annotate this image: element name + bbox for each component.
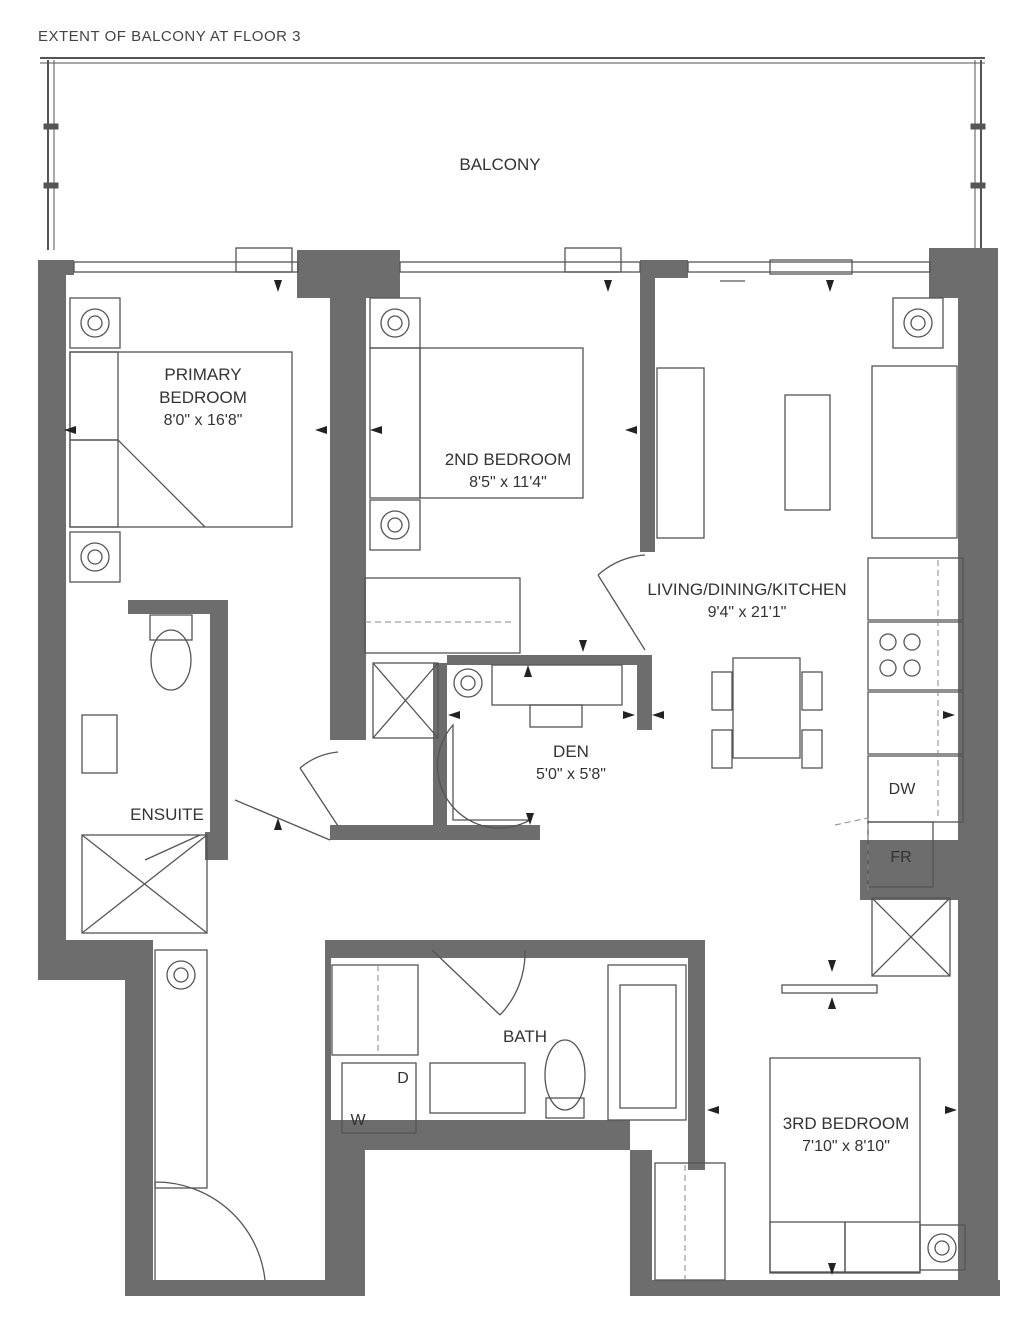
furniture bbox=[69, 297, 966, 1281]
third-bedroom-dims: 7'10" x 8'10" bbox=[802, 1138, 890, 1155]
balcony-label: BALCONY bbox=[459, 155, 540, 174]
fixture-symbols bbox=[80, 308, 957, 1263]
dishwasher-label: DW bbox=[889, 781, 917, 798]
balcony-outline bbox=[40, 57, 986, 250]
balcony-extent-note: EXTENT OF BALCONY AT FLOOR 3 bbox=[38, 28, 301, 45]
door-arrows bbox=[64, 280, 957, 1275]
ensuite-name: ENSUITE bbox=[130, 805, 204, 824]
walls bbox=[38, 248, 1000, 1296]
primary-bedroom-name-line1: PRIMARY bbox=[164, 365, 241, 384]
den-name: DEN bbox=[553, 742, 589, 761]
fridge-label: FR bbox=[890, 849, 911, 866]
third-bedroom-name: 3RD BEDROOM bbox=[783, 1114, 910, 1133]
second-bedroom-dims: 8'5" x 11'4" bbox=[469, 474, 547, 491]
living-name: LIVING/DINING/KITCHEN bbox=[647, 580, 846, 599]
door-swings bbox=[144, 554, 646, 1016]
washer-label: W bbox=[350, 1112, 366, 1129]
primary-bedroom-name-line2: BEDROOM bbox=[159, 388, 247, 407]
den-dims: 5'0" x 5'8" bbox=[536, 766, 606, 783]
dryer-label: D bbox=[397, 1070, 409, 1087]
primary-bedroom-dims: 8'0" x 16'8" bbox=[164, 412, 243, 429]
windows bbox=[73, 247, 931, 282]
dashed-outlines bbox=[365, 560, 939, 1280]
bath-name: BATH bbox=[503, 1027, 547, 1046]
living-dims: 9'4" x 21'1" bbox=[708, 604, 787, 621]
second-bedroom-name: 2ND BEDROOM bbox=[445, 450, 572, 469]
